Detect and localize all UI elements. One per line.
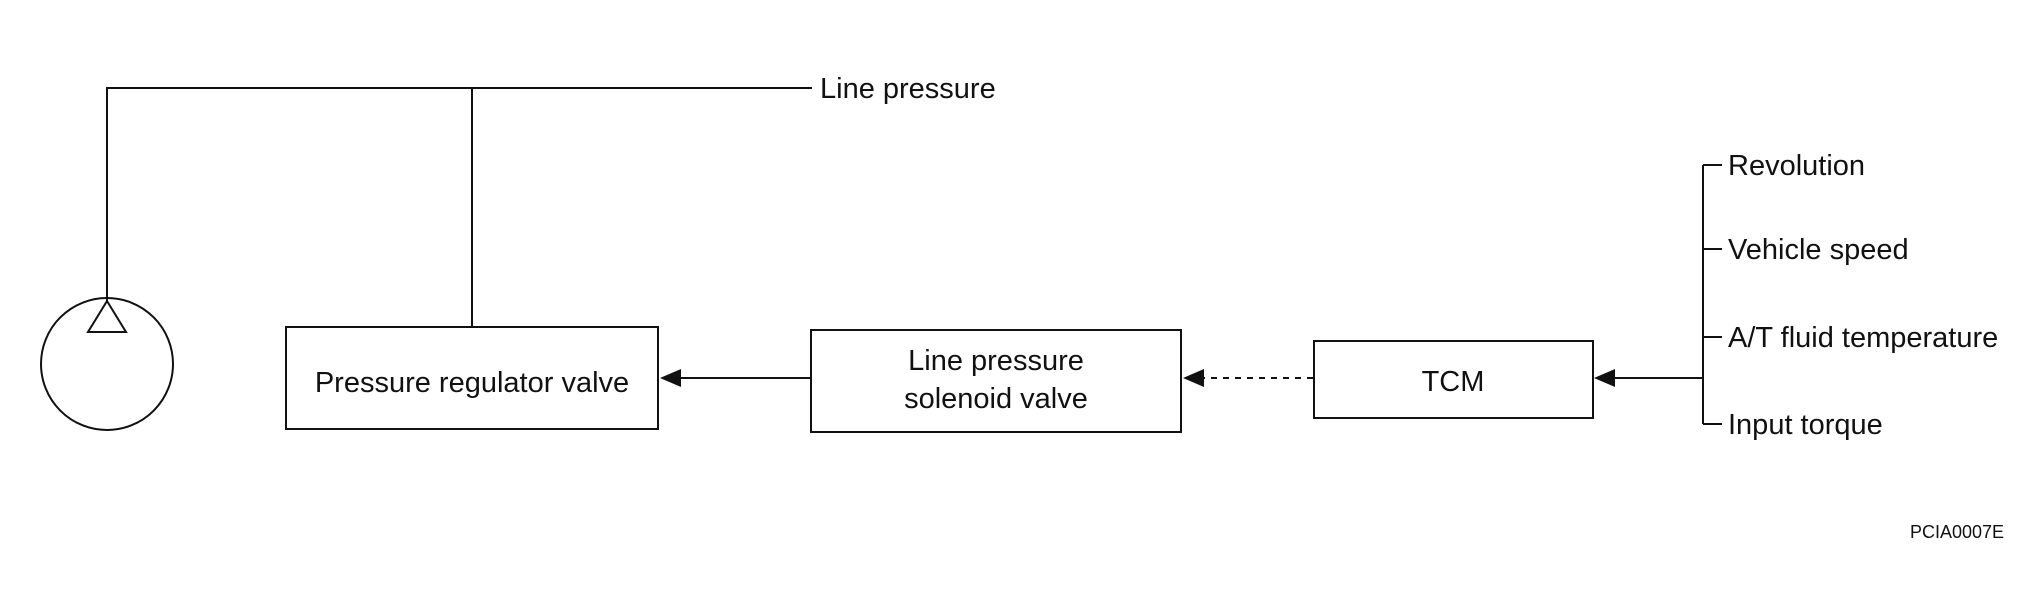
tcm-label: TCM [1422,366,1485,398]
arrowhead-left-icon [660,369,681,387]
solenoid-to-regulator-arrow [660,369,810,387]
tcm-to-solenoid-arrow [1183,369,1313,387]
line-pressure-solenoid-valve-rect [810,329,1182,433]
pump-triangle-icon [86,299,128,333]
pressure-regulator-valve-rect [285,326,659,430]
figure-code: PCIA0007E [1910,522,2004,542]
input-label-revolution: Revolution [1728,150,1865,182]
input-label-fluid-temperature: A/T fluid temperature [1728,322,1998,354]
arrowhead-left-icon [1594,369,1615,387]
pump-circle [40,297,174,431]
line-pressure-circuit: Line pressure [106,73,996,326]
tcm-box: TCM [1313,340,1594,419]
line-pressure-label: Line pressure [820,73,996,105]
input-label-vehicle-speed: Vehicle speed [1728,234,1909,266]
tcm-inputs: Revolution Vehicle speed A/T fluid tempe… [1594,150,1998,441]
pressure-regulator-valve-label: Pressure regulator valve [315,367,629,399]
line-pressure-solenoid-valve-box: Line pressure solenoid valve [810,329,1182,433]
input-label-input-torque: Input torque [1728,409,1883,441]
arrowhead-left-icon [1183,369,1204,387]
solenoid-valve-label-line1: Line pressure [908,345,1084,377]
tcm-rect [1313,340,1594,419]
pressure-regulator-valve-box: Pressure regulator valve [285,326,659,430]
oil-pump-symbol [40,297,174,431]
line-pressure-pipe [106,87,812,301]
solenoid-valve-label-line2: solenoid valve [904,383,1088,415]
